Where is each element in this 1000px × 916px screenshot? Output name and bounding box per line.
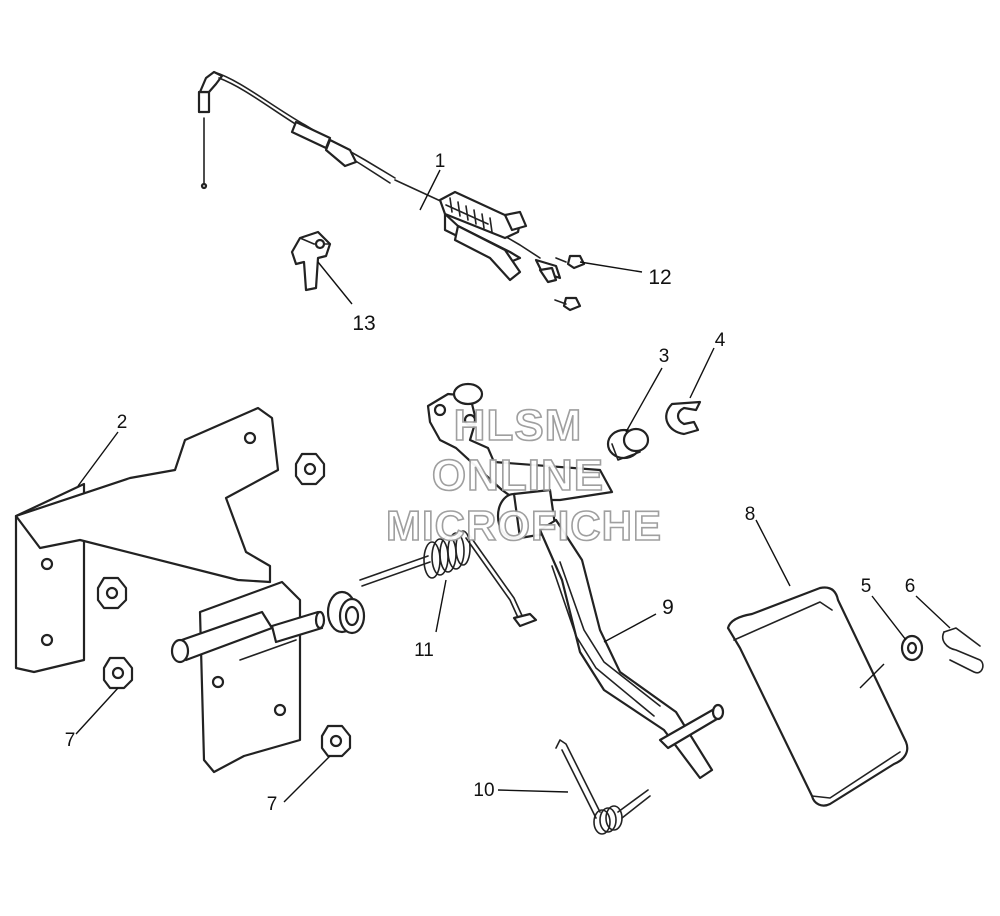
callout-11: 11 — [414, 640, 434, 661]
callout-12: 12 — [648, 266, 671, 289]
callout-7-left: 7 — [65, 730, 76, 751]
callout-1: 1 — [435, 151, 446, 172]
part-screws-12 — [554, 254, 586, 312]
callout-4: 4 — [715, 330, 726, 351]
watermark-line-1: HLSM — [454, 401, 583, 450]
part-pin-6 — [941, 627, 984, 674]
part-pedal-arm-9 — [426, 382, 725, 780]
callout-3: 3 — [659, 346, 670, 367]
part-pad-8 — [726, 586, 909, 807]
callout-13: 13 — [352, 312, 375, 335]
callout-6: 6 — [905, 576, 916, 597]
leader-lines — [75, 169, 951, 803]
callout-5: 5 — [861, 576, 872, 597]
part-washer-5 — [900, 634, 924, 662]
callout-8: 8 — [745, 504, 756, 525]
part-eclip-4 — [665, 400, 702, 436]
callout-9: 9 — [662, 596, 674, 619]
part-bracket-2 — [14, 406, 326, 774]
callout-2: 2 — [117, 412, 128, 433]
part-bushing-3 — [606, 427, 650, 461]
watermark: HLSM ONLINE MICROFICHE — [385, 400, 662, 550]
part-cable-1 — [197, 70, 562, 284]
part-nuts-7 — [96, 452, 352, 758]
callout-7-bottom: 7 — [267, 794, 278, 815]
part-bushing — [326, 590, 366, 635]
part-clip-13 — [290, 230, 332, 292]
part-spring-11 — [359, 530, 538, 628]
callout-10: 10 — [473, 780, 494, 801]
watermark-line-3: MICROFICHE — [386, 502, 662, 549]
part-spring-10 — [555, 739, 651, 835]
callout-labels: 1 2 3 4 5 6 7 7 8 9 10 11 12 13 — [65, 151, 916, 815]
watermark-line-2: ONLINE — [432, 451, 604, 500]
